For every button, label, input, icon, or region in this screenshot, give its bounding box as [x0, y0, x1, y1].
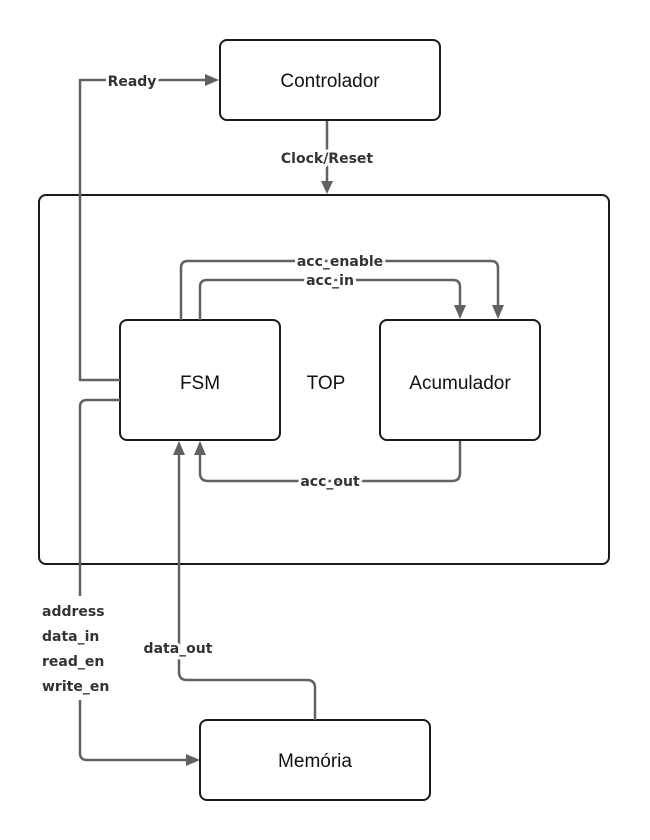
ready-arrowhead: [205, 74, 219, 86]
top-module-label: TOP: [307, 373, 346, 394]
acc-out-label: acc_out: [300, 474, 360, 490]
data-out-label: data_out: [144, 641, 213, 657]
acc-in-wire: [198, 278, 462, 320]
memoria-label: Memória: [278, 751, 352, 772]
acc-enable-arrowhead: [492, 305, 504, 319]
memory-bus-arrowhead: [186, 754, 200, 766]
acc-enable-label: acc_enable: [297, 254, 383, 270]
acc-enable-wire: [179, 259, 500, 320]
acc-out-wire: [198, 441, 462, 483]
clock-reset-label: Clock/Reset: [281, 151, 374, 167]
write-en-label: write_en: [42, 679, 109, 695]
data-out-wire: [177, 455, 317, 720]
address-label: address: [42, 604, 105, 620]
acc-out-arrowhead: [194, 441, 206, 455]
memory-bus-label-backdrop: [40, 596, 120, 700]
acumulador-label: Acumulador: [409, 373, 511, 394]
data-in-label: data_in: [42, 629, 99, 645]
ready-label: Ready: [108, 74, 157, 90]
read-en-label: read_en: [42, 654, 104, 670]
memory-bus-wire: [78, 398, 186, 762]
data-out-arrowhead: [173, 441, 185, 455]
acc-in-label: acc_in: [306, 273, 354, 289]
fsm-label: FSM: [180, 373, 220, 394]
controlador-box: [219, 39, 441, 121]
clock-reset-arrowhead: [321, 181, 333, 194]
controlador-label: Controlador: [280, 71, 380, 92]
ready-wire: [78, 78, 205, 382]
acumulador-box: [379, 319, 541, 441]
acc-in-arrowhead: [454, 305, 466, 319]
